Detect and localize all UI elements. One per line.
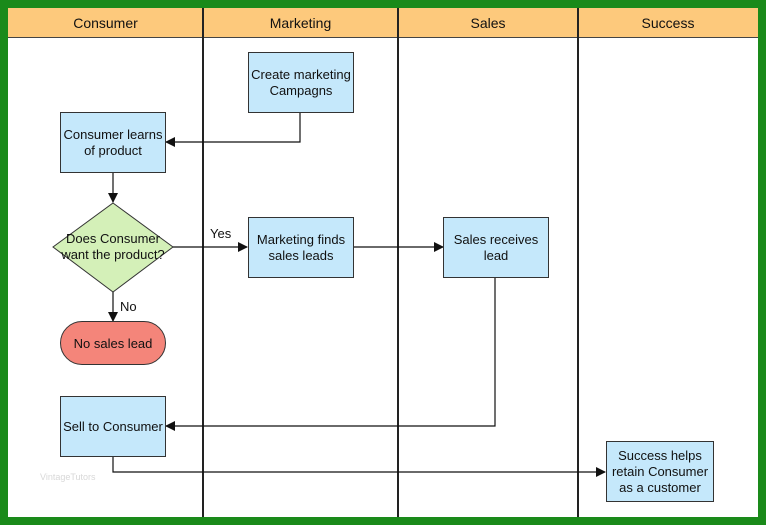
edge-label-yes: Yes: [210, 226, 232, 241]
lane-label-success: Success: [641, 14, 695, 31]
lane-label-consumer: Consumer: [73, 14, 138, 31]
node-sell-to-consumer: Sell to Consumer: [60, 396, 166, 457]
lane-header-consumer: Consumer: [8, 8, 203, 38]
lane-header-marketing: Marketing: [203, 8, 398, 38]
node-consumer-learns-label: Consumer learns of product: [63, 126, 163, 158]
node-success-helps-label: Success helps retain Consumer as a custo…: [611, 447, 709, 495]
node-marketing-finds: Marketing finds sales leads: [248, 217, 354, 278]
node-create-marketing-label: Create marketing Campagns: [251, 66, 351, 98]
lane-header-success: Success: [578, 8, 758, 38]
lane-divider: [202, 8, 204, 517]
edge-sales-to-sell: [165, 277, 496, 431]
node-decision-label: Does Consumer want the product?: [61, 231, 165, 262]
node-success-helps: Success helps retain Consumer as a custo…: [606, 441, 714, 502]
edge-sell-to-success: [112, 457, 606, 477]
connectors: [52, 113, 606, 477]
watermark: VintageTutors: [40, 472, 96, 482]
node-consumer-learns: Consumer learns of product: [60, 112, 166, 173]
node-sales-receives-label: Sales receives lead: [453, 231, 539, 263]
edge-label-no: No: [120, 299, 137, 314]
node-no-sales-lead-label: No sales lead: [73, 335, 153, 351]
node-create-marketing: Create marketing Campagns: [248, 52, 354, 113]
lane-header-sales: Sales: [398, 8, 578, 38]
edge-campaign-to-learns: [165, 113, 301, 147]
node-marketing-finds-label: Marketing finds sales leads: [256, 231, 346, 263]
swimlane-diagram: Consumer Marketing Sales Success Create …: [8, 8, 758, 517]
node-sales-receives: Sales receives lead: [443, 217, 549, 278]
lane-label-marketing: Marketing: [269, 14, 332, 31]
node-no-sales-lead: No sales lead: [60, 321, 166, 365]
lane-divider: [397, 8, 399, 517]
node-sell-to-consumer-label: Sell to Consumer: [63, 418, 163, 434]
lane-divider: [577, 8, 579, 517]
lane-label-sales: Sales: [470, 14, 506, 31]
